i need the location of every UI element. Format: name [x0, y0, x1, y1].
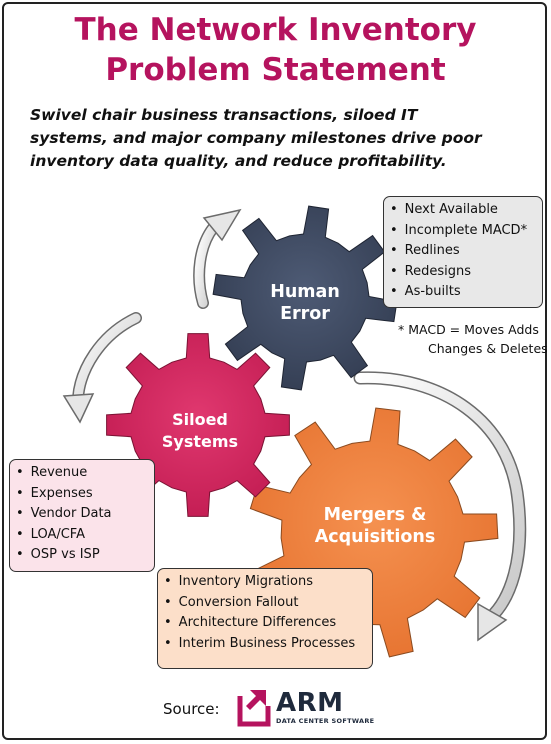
list-item: Conversion Fallout — [164, 593, 364, 614]
list-item: Interim Business Processes — [164, 634, 364, 655]
list-item: Vendor Data — [16, 504, 146, 525]
problem-statement: Swivel chair business transactions, silo… — [30, 104, 530, 173]
page-title: The Network Inventory Problem Statement — [0, 10, 551, 90]
arrow-mergers-loop — [353, 371, 527, 642]
siloed-systems-label-line-2: Systems — [161, 431, 239, 451]
arm-logo: ARM DATA CENTER SOFTWARE — [236, 688, 374, 728]
list-item: Revenue — [16, 463, 146, 484]
statement-line-1: Swivel chair business transactions, silo… — [30, 106, 418, 124]
human-gear — [212, 205, 398, 391]
list-item: OSP vs ISP — [16, 545, 146, 566]
arrow-siloed-to-human — [193, 208, 242, 309]
list-item: Expenses — [16, 484, 146, 505]
human-error-label-line-2: Error — [280, 304, 330, 324]
mergers-label: Mergers & Acquisitions — [290, 504, 460, 548]
list-item: Redesigns — [390, 262, 534, 283]
footnote-line-1: * MACD = Moves Adds — [398, 322, 539, 337]
siloed-systems-callout: Revenue Expenses Vendor Data LOA/CFA OSP… — [9, 459, 155, 572]
footnote-line-2: Changes & Deletes — [428, 341, 548, 356]
mergers-callout: Inventory Migrations Conversion Fallout … — [157, 568, 373, 669]
siloed-systems-label: Siloed Systems — [140, 409, 260, 452]
list-item: Next Available — [390, 200, 534, 221]
list-item: As-builts — [390, 282, 534, 303]
arm-logo-icon — [237, 690, 271, 727]
mergers-label-line-1: Mergers & — [323, 505, 427, 525]
macd-footnote: * MACD = Moves Adds Changes & Deletes — [398, 320, 548, 358]
arm-logo-subtext: DATA CENTER SOFTWARE — [276, 717, 375, 725]
list-item: LOA/CFA — [16, 525, 146, 546]
siloed-systems-label-line-1: Siloed — [172, 410, 228, 429]
list-item: Inventory Migrations — [164, 572, 364, 593]
statement-line-2: systems, and major company milestones dr… — [30, 129, 482, 147]
human-error-label: Human Error — [250, 281, 360, 325]
human-error-label-line-1: Human — [270, 282, 340, 302]
list-item: Redlines — [390, 241, 534, 262]
source-label: Source: — [163, 700, 220, 718]
list-item: Architecture Differences — [164, 613, 364, 634]
human-error-callout: Next Available Incomplete MACD* Redlines… — [383, 196, 543, 308]
title-line-1: The Network Inventory — [74, 12, 477, 48]
statement-line-3: inventory data quality, and reduce profi… — [30, 152, 447, 170]
arrow-human-to-siloed — [62, 312, 142, 424]
arm-logo-text: ARM — [276, 688, 344, 718]
mergers-label-line-2: Acquisitions — [314, 527, 436, 547]
list-item: Incomplete MACD* — [390, 221, 534, 242]
title-line-2: Problem Statement — [105, 52, 446, 88]
